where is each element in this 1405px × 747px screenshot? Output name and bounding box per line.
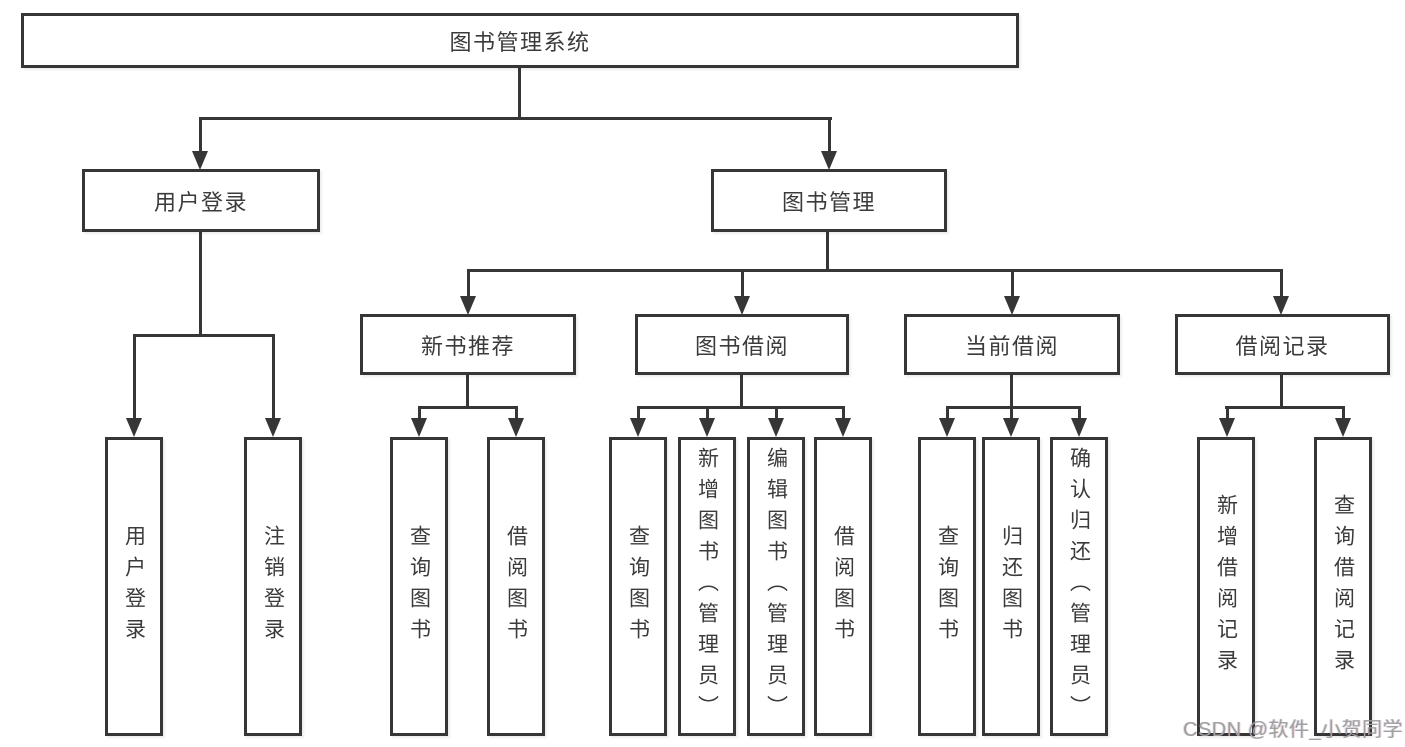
connector-line xyxy=(740,374,743,409)
connector-line xyxy=(199,117,832,120)
leaf-records-add-record: 新增借阅记录 xyxy=(1197,437,1255,736)
node-book-borrow: 图书借阅 xyxy=(635,314,849,375)
arrow-down-icon xyxy=(835,406,851,437)
arrow-down-icon xyxy=(265,334,281,437)
leaf-logout: 注销登录 xyxy=(244,437,302,736)
leaf-borrow-borrow-book: 借阅图书 xyxy=(814,437,872,736)
node-root-system: 图书管理系统 xyxy=(21,13,1019,68)
node-new-book-recommend: 新书推荐 xyxy=(360,314,576,375)
connector-line xyxy=(518,68,521,119)
connector-line xyxy=(637,406,845,409)
leaf-records-query-record: 查询借阅记录 xyxy=(1314,437,1372,736)
connector-line xyxy=(1010,374,1013,409)
leaf-borrow-query-book: 查询图书 xyxy=(609,437,667,736)
leaf-recommend-query-book: 查询图书 xyxy=(390,437,448,736)
connector-line xyxy=(1280,374,1283,409)
arrow-down-icon xyxy=(1003,406,1019,437)
arrow-down-icon xyxy=(411,406,427,437)
leaf-current-return-book: 归还图书 xyxy=(982,437,1040,736)
connector-line xyxy=(199,231,202,337)
connector-line xyxy=(946,406,1081,409)
connector-line xyxy=(133,334,275,337)
connector-line xyxy=(466,374,469,409)
arrow-down-icon xyxy=(768,406,784,437)
arrow-down-icon xyxy=(126,334,142,437)
arrow-down-icon xyxy=(821,117,837,170)
arrow-down-icon xyxy=(192,117,208,170)
leaf-borrow-add-book-admin: 新增图书（管理员） xyxy=(678,437,736,736)
arrow-down-icon xyxy=(1335,406,1351,437)
arrow-down-icon xyxy=(508,406,524,437)
connector-line xyxy=(826,231,829,272)
node-book-management: 图书管理 xyxy=(711,169,947,232)
connector-line xyxy=(418,406,518,409)
arrow-down-icon xyxy=(699,406,715,437)
arrow-down-icon xyxy=(1273,269,1289,315)
arrow-down-icon xyxy=(630,406,646,437)
leaf-user-login: 用户登录 xyxy=(105,437,163,736)
leaf-borrow-edit-book-admin: 编辑图书（管理员） xyxy=(747,437,805,736)
leaf-current-query-book: 查询图书 xyxy=(918,437,976,736)
node-current-borrow: 当前借阅 xyxy=(904,314,1120,375)
arrow-down-icon xyxy=(1071,406,1087,437)
node-borrow-records: 借阅记录 xyxy=(1175,314,1390,375)
arrow-down-icon xyxy=(734,269,750,315)
leaf-recommend-borrow-book: 借阅图书 xyxy=(487,437,545,736)
connector-line xyxy=(1225,406,1345,409)
arrow-down-icon xyxy=(939,406,955,437)
arrow-down-icon xyxy=(460,269,476,315)
node-user-login: 用户登录 xyxy=(82,169,320,232)
arrow-down-icon xyxy=(1219,406,1235,437)
connector-line xyxy=(467,269,1283,272)
csdn-watermark: CSDN @软件_小贺同学 xyxy=(1183,719,1404,741)
leaf-current-confirm-return-admin: 确认归还（管理员） xyxy=(1050,437,1108,736)
arrow-down-icon xyxy=(1004,269,1020,315)
